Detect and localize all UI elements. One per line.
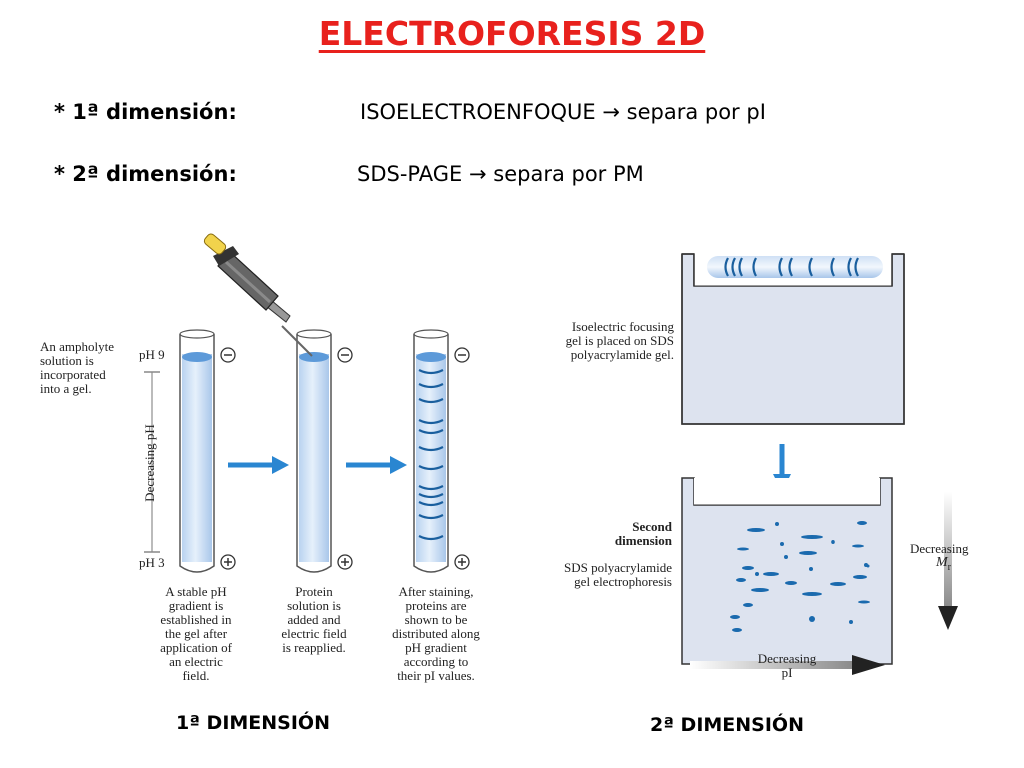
caption-line: according to <box>403 654 469 669</box>
caption-line: distributed along <box>392 626 480 641</box>
caption-line: the gel after <box>164 626 228 641</box>
caption-line: SDS polyacrylamide <box>564 560 672 575</box>
caption-line: polyacrylamide gel. <box>570 347 674 362</box>
caption-line: field. <box>182 668 210 683</box>
caption-line: Isoelectric focusing <box>571 319 674 334</box>
plus-electrode-icon <box>337 554 353 570</box>
caption-line: Decreasing <box>757 651 817 666</box>
ampholyte-caption: An ampholyte solution is incorporated in… <box>40 340 114 396</box>
caption-line: an electric <box>169 654 223 669</box>
caption-line: pI <box>781 665 793 680</box>
sds-gel-box <box>681 477 893 665</box>
caption-line: An ampholyte <box>40 339 115 354</box>
decreasing-mr-label: Decreasing Mr <box>910 542 990 575</box>
caption-line: proteins are <box>405 598 467 613</box>
caption-line: their pI values. <box>397 668 475 683</box>
caption-line: Second <box>632 519 672 534</box>
first-dimension-result: separa por pI <box>626 100 766 124</box>
ief-strip-bands <box>724 257 859 277</box>
plus-electrode-icon <box>220 554 236 570</box>
ief-placement-box <box>681 253 905 425</box>
process-arrow-1 <box>228 456 289 474</box>
first-dimension-label: * 1ª dimensión: <box>54 100 237 124</box>
second-dimension-footer: 2ª DIMENSIÓN <box>650 714 804 736</box>
minus-electrode-icon <box>454 347 470 363</box>
first-dimension-technique: ISOELECTROENFOQUE <box>360 100 596 124</box>
step3-caption: After staining, proteins are shown to be… <box>378 585 494 683</box>
caption-line: into a gel. <box>40 381 92 396</box>
decreasing-pi-arrow <box>690 655 885 675</box>
mr-symbol: M <box>936 555 948 570</box>
second-dimension-result: separa por PM <box>493 162 644 186</box>
gel-tube-3 <box>413 329 449 573</box>
caption-line: gradient is <box>168 598 224 613</box>
gel-tube-1 <box>179 329 215 573</box>
step1-caption: A stable pH gradient is established in t… <box>140 585 252 683</box>
caption-line: gel electrophoresis <box>574 574 672 589</box>
caption-line: gel is placed on SDS <box>565 333 674 348</box>
caption-line: solution is <box>40 353 94 368</box>
sds-caption: SDS polyacrylamide gel electrophoresis <box>530 561 672 589</box>
caption-line: After staining, <box>398 584 474 599</box>
mr-symbol-line: Mr <box>910 556 990 575</box>
first-dimension-description: ISOELECTROENFOQUE → separa por pI <box>360 100 766 124</box>
caption-line: pH gradient <box>405 640 467 655</box>
caption-line: application of <box>160 640 232 655</box>
caption-line: electric field <box>281 626 347 641</box>
caption-line: Protein <box>295 584 333 599</box>
right-arrow-icon: → <box>468 162 487 186</box>
minus-electrode-icon <box>337 347 353 363</box>
first-dimension-footer: 1ª DIMENSIÓN <box>176 712 330 734</box>
second-dimension-label: * 2ª dimensión: <box>54 162 237 186</box>
second-dimension-caption: Second dimension <box>560 520 672 548</box>
second-dimension-technique: SDS-PAGE <box>357 162 463 186</box>
caption-line: incorporated <box>40 367 106 382</box>
caption-line: solution is <box>287 598 341 613</box>
second-dimension-description: SDS-PAGE → separa por PM <box>357 162 644 186</box>
plus-electrode-icon <box>454 554 470 570</box>
protein-bands <box>418 369 444 541</box>
caption-line: shown to be <box>404 612 468 627</box>
gel-tube-2 <box>296 329 332 573</box>
decreasing-mr-arrow <box>938 492 958 630</box>
right-arrow-icon: → <box>602 100 620 124</box>
pipette-icon <box>203 233 313 357</box>
mr-subscript: r <box>947 561 952 573</box>
page-title-text: ELECTROFORESIS 2D <box>318 14 706 53</box>
decreasing-pi-label: Decreasing pI <box>742 652 832 680</box>
decreasing-ph-label: Decreasing pH <box>142 424 157 502</box>
protein-spots <box>730 521 870 632</box>
mr-label-line: Decreasing <box>910 541 969 556</box>
minus-electrode-icon <box>220 347 236 363</box>
page-title: ELECTROFORESIS 2D <box>0 14 1024 53</box>
process-arrow-2 <box>346 456 407 474</box>
caption-line: is reapplied. <box>282 640 346 655</box>
placement-caption: Isoelectric focusing gel is placed on SD… <box>534 320 674 362</box>
caption-line: added and <box>287 612 341 627</box>
decreasing-ph-axis <box>144 371 160 553</box>
caption-line: A stable pH <box>165 584 227 599</box>
caption-line: established in <box>160 612 232 627</box>
ph-top-label: pH 9 <box>139 347 165 362</box>
step2-caption: Protein solution is added and electric f… <box>262 585 366 655</box>
ph-bottom-label: pH 3 <box>139 555 165 570</box>
caption-line: dimension <box>614 533 672 548</box>
